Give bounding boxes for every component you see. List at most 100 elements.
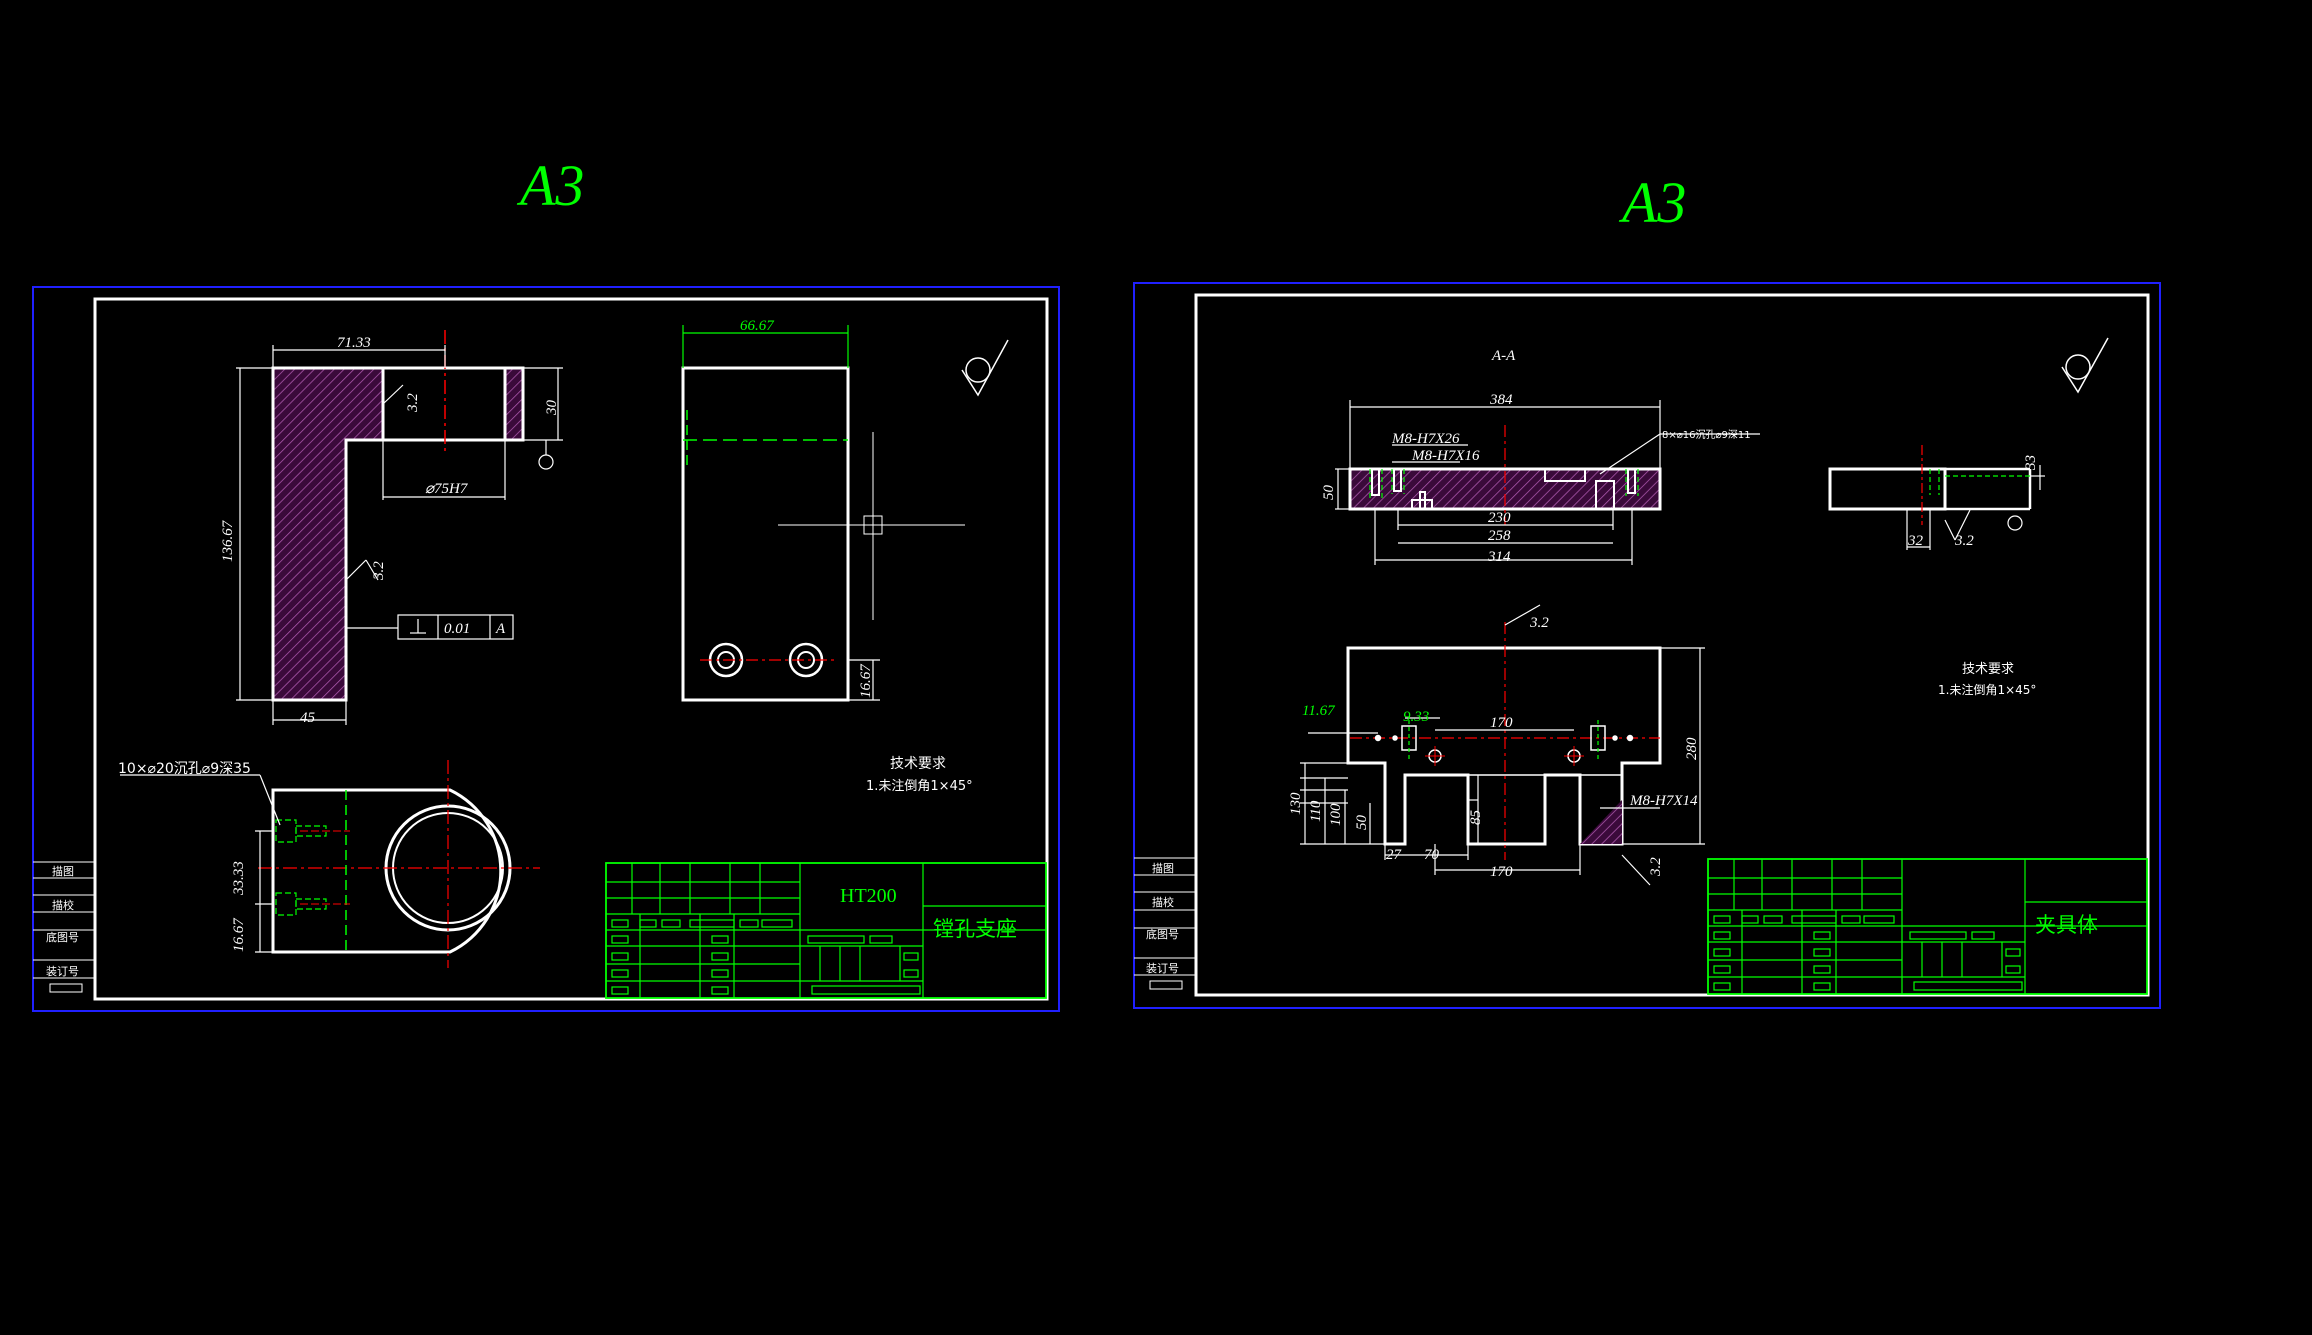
- right-title-block: [1707, 858, 2148, 995]
- right-front-hatch-wedge: [1580, 800, 1622, 844]
- right-small-view[interactable]: 33 32 3.2: [1828, 445, 2045, 550]
- left-side-label-1: 描图: [52, 864, 74, 878]
- left-side-strip: [33, 861, 95, 993]
- right-dim-32: 32: [1907, 533, 1924, 549]
- left-bore-right-wall: [503, 366, 525, 442]
- left-dim-45: 45: [300, 710, 316, 726]
- right-dim-m8c: M8-H7X14: [1629, 793, 1698, 809]
- left-bore-outline: [381, 366, 525, 442]
- right-section-label: A-A: [1491, 348, 1516, 364]
- left-notes-line: 1.未注倒角1×45°: [866, 779, 973, 794]
- right-part-name: 夹具体: [2035, 913, 2098, 937]
- left-inner-frame: [93, 297, 1049, 1001]
- right-dim-9: 9.33: [1403, 709, 1429, 725]
- right-notes-line: 1.未注倒角1×45°: [1938, 682, 2036, 697]
- right-dim-50b: 50: [1354, 815, 1370, 831]
- right-dim-3-2-side: 3.2: [1648, 857, 1664, 877]
- left-sheet[interactable]: 描图 描校 底图号 装订号 71.33 136.67 45 30: [32, 286, 1060, 1012]
- left-dim-16: 16.67: [858, 663, 874, 698]
- right-section-holes: [1371, 468, 1636, 510]
- right-dim-m8b: M8-H7X16: [1411, 448, 1480, 464]
- right-dim-33: 33: [2023, 455, 2039, 471]
- left-top-view[interactable]: 10×⌀20沉孔⌀9深35 33.33 16.67: [118, 760, 540, 968]
- right-dim-130: 130: [1288, 792, 1304, 815]
- left-tolerance-frame: [397, 614, 514, 640]
- left-dim-136: 136.67: [220, 519, 236, 562]
- left-dim-hole: ⌀75H7: [425, 481, 469, 497]
- left-side-label-3: 底图号: [46, 930, 79, 944]
- right-dim-100: 100: [1328, 803, 1344, 826]
- right-dim-170: 170: [1490, 715, 1513, 731]
- left-section-view[interactable]: 71.33 136.67 45 30 3.2 3.2 ⌀75H7 0.01 A: [220, 330, 563, 726]
- right-outer-frame: [1133, 282, 2161, 1009]
- right-dim-230: 230: [1488, 510, 1511, 526]
- right-side-label-1: 描图: [1152, 861, 1174, 875]
- right-datum-circle: [2007, 515, 2023, 531]
- right-dim-85: 85: [1468, 810, 1484, 826]
- right-dim-m8a: M8-H7X26: [1391, 431, 1460, 447]
- right-side-strip: [1134, 857, 1196, 990]
- left-l-section-hatch: [271, 366, 385, 702]
- left-side-view-center-mark: [863, 515, 883, 535]
- left-side-dim-lines: [682, 325, 849, 368]
- right-side-label-3: 底图号: [1146, 927, 1179, 941]
- left-part-name: 镗孔支座: [933, 917, 1017, 941]
- right-dim-258: 258: [1488, 528, 1511, 544]
- left-top-view-dim-lines: [120, 774, 281, 953]
- right-front-holes: [1374, 725, 1634, 763]
- right-sheet[interactable]: 描图 描校 底图号 装订号 A-A: [1133, 282, 2161, 1009]
- left-dim-33: 33.33: [231, 861, 247, 896]
- left-dim-3-2-b: 3.2: [371, 561, 387, 581]
- right-dim-110: 110: [1308, 800, 1324, 822]
- left-datum-circle: [538, 454, 554, 470]
- sheet-label-right: A3: [1618, 170, 1686, 235]
- left-top-view-counterbores: [275, 819, 327, 916]
- left-dim-30: 30: [544, 400, 560, 417]
- left-material: HT200: [840, 885, 897, 907]
- right-dim-27: 27: [1386, 847, 1403, 863]
- right-dim-3-2-top: 3.2: [1529, 615, 1549, 631]
- right-small-view-dims: [1906, 465, 2045, 550]
- right-dim-170b: 170: [1490, 864, 1513, 880]
- left-roughness-symbol: [961, 339, 1009, 397]
- left-tolerance-value: 0.01: [444, 621, 470, 637]
- right-section-threads: [1369, 469, 1639, 498]
- left-dim-66: 66.67: [740, 318, 775, 334]
- left-holes-note: 10×⌀20沉孔⌀9深35: [118, 761, 251, 777]
- right-dim-3-2: 3.2: [1954, 533, 1974, 549]
- left-dim-16b: 16.67: [231, 917, 247, 952]
- right-roughness-symbol: [2061, 337, 2109, 394]
- right-section-dim-lines: [1335, 400, 1760, 565]
- left-outer-frame: [32, 286, 1060, 1012]
- right-side-label-4: 装订号: [1146, 962, 1179, 975]
- left-side-view[interactable]: 66.67 16.67: [681, 318, 965, 702]
- left-dim-3-2-a: 3.2: [405, 393, 421, 413]
- right-dim-50: 50: [1321, 485, 1337, 501]
- right-dim-314: 314: [1487, 549, 1511, 565]
- right-dim-11: 11.67: [1302, 703, 1336, 719]
- right-small-view-outline: [1828, 467, 1947, 511]
- right-front-view[interactable]: 3.2 11.67 9.33 170 280 130 110 100 50 85…: [1288, 604, 1705, 886]
- left-side-view-outline: [681, 366, 850, 702]
- right-notes-title: 技术要求: [1962, 662, 2014, 677]
- left-side-label-4: 装订号: [46, 965, 79, 978]
- right-dim-280: 280: [1684, 737, 1700, 760]
- right-front-hole-axes: [1425, 746, 1584, 766]
- left-top-view-outline: [271, 788, 503, 954]
- right-small-view-hidden: [1929, 469, 2030, 495]
- right-front-dim-lines: [1300, 604, 1705, 886]
- left-title-block: [605, 862, 1047, 999]
- sheet-label-left: A3: [516, 153, 584, 218]
- left-tolerance-datum: A: [495, 621, 506, 637]
- left-side-dim-16: [848, 659, 880, 701]
- right-dim-384: 384: [1489, 392, 1513, 408]
- left-section-dim-lines: [236, 345, 563, 725]
- right-dim-holes: 8×⌀16沉孔⌀9深11: [1662, 428, 1751, 441]
- left-dim-71: 71.33: [337, 335, 371, 351]
- left-side-label-2: 描校: [52, 898, 74, 912]
- right-inner-frame: [1194, 293, 2150, 997]
- right-dim-70: 70: [1424, 847, 1440, 863]
- right-section-view[interactable]: A-A 384: [1321, 348, 1760, 565]
- right-side-label-2: 描校: [1152, 895, 1174, 909]
